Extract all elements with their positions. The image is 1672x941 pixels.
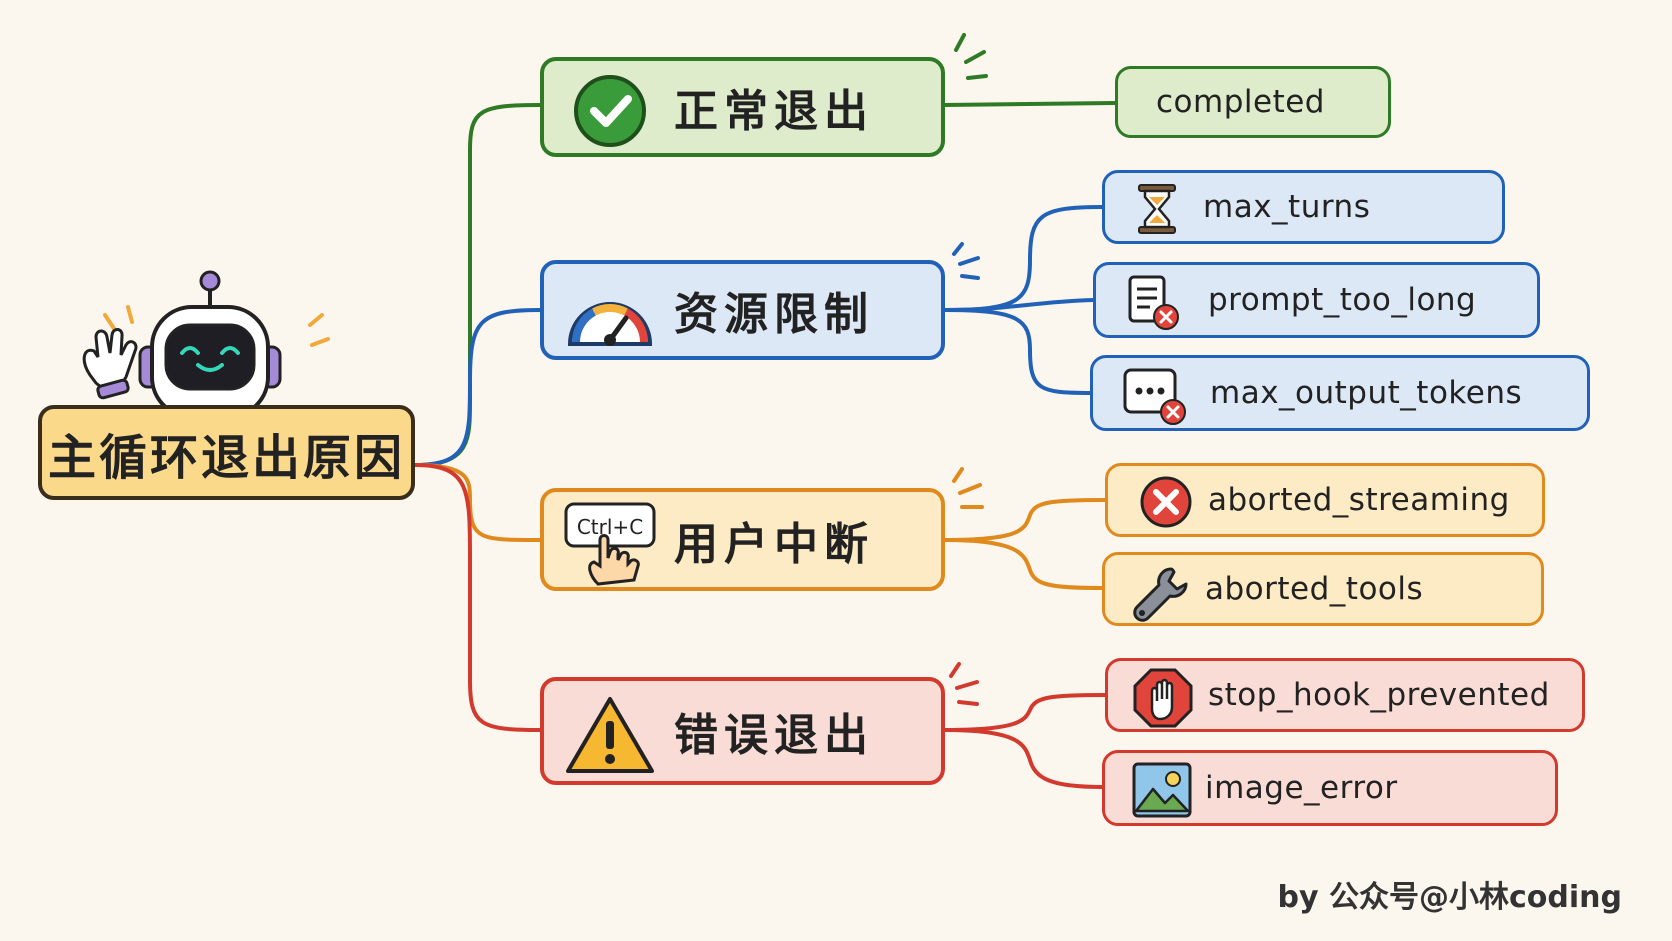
leaf-label: image_error bbox=[1205, 770, 1398, 806]
leaf-aborted-tools: aborted_tools bbox=[1102, 552, 1544, 626]
leaf-label: max_turns bbox=[1203, 189, 1371, 225]
footer-credit: by 公众号@小林coding bbox=[1277, 880, 1622, 915]
sparkle-icon bbox=[952, 242, 980, 280]
leaf-label: aborted_tools bbox=[1205, 571, 1424, 607]
category-label: 资源限制 bbox=[674, 289, 874, 340]
leaf-label: aborted_streaming bbox=[1208, 482, 1510, 518]
connector-cat-4-leaf-2 bbox=[944, 728, 1103, 789]
connector-cat-1-leaf bbox=[944, 101, 1116, 107]
connector-root-cat-3 bbox=[414, 463, 541, 542]
wrench-icon bbox=[1133, 567, 1188, 622]
connector-cat-4-leaf-1 bbox=[944, 693, 1106, 732]
hourglass-icon bbox=[1138, 184, 1176, 234]
stop-hand-icon bbox=[1133, 668, 1193, 728]
ctrl-c-key-text: Ctrl+C bbox=[577, 515, 643, 539]
ctrl-c-key-icon: Ctrl+C bbox=[564, 502, 656, 586]
warning-triangle-icon bbox=[566, 697, 654, 773]
leaf-label: prompt_too_long bbox=[1208, 282, 1477, 318]
image-icon bbox=[1132, 762, 1192, 818]
category-error-exit: 错误退出 bbox=[540, 677, 945, 785]
connector-root-cat-1 bbox=[414, 103, 541, 467]
connector-cat-3-leaf-2 bbox=[944, 538, 1103, 590]
category-resource-limit: 资源限制 bbox=[540, 260, 945, 360]
leaf-max-output-tokens: max_output_tokens bbox=[1090, 355, 1590, 431]
root-label: 主循环退出原因 bbox=[47, 429, 405, 486]
connector-root-cat-4 bbox=[414, 463, 541, 732]
root-node: 主循环退出原因 bbox=[38, 405, 415, 500]
leaf-image-error: image_error bbox=[1102, 750, 1558, 826]
connector-cat-3-leaf-1 bbox=[944, 498, 1106, 542]
connector-root-cat-2 bbox=[414, 308, 541, 467]
sparkle-icon bbox=[949, 662, 979, 706]
check-circle-icon bbox=[574, 75, 646, 147]
category-label: 正常退出 bbox=[674, 86, 874, 137]
sparkle-icon bbox=[954, 33, 988, 80]
ellipsis-error-icon bbox=[1123, 368, 1186, 425]
category-normal-exit: 正常退出 bbox=[540, 57, 945, 157]
leaf-label: completed bbox=[1156, 84, 1325, 120]
category-label: 错误退出 bbox=[674, 710, 874, 761]
sparkle-icon bbox=[952, 467, 984, 509]
category-label: 用户中断 bbox=[674, 518, 874, 570]
leaf-aborted-streaming: aborted_streaming bbox=[1105, 463, 1545, 537]
document-error-icon bbox=[1128, 275, 1179, 330]
leaf-stop-hook-prevented: stop_hook_prevented bbox=[1105, 658, 1585, 732]
leaf-prompt-too-long: prompt_too_long bbox=[1093, 262, 1540, 338]
leaf-completed: completed bbox=[1115, 66, 1391, 138]
leaf-max-turns: max_turns bbox=[1102, 170, 1505, 244]
leaf-label: max_output_tokens bbox=[1210, 375, 1523, 411]
x-circle-icon bbox=[1140, 476, 1192, 528]
category-user-interrupt: Ctrl+C 用户中断 bbox=[540, 488, 945, 591]
robot-mascot-icon bbox=[82, 270, 330, 415]
leaf-label: stop_hook_prevented bbox=[1208, 677, 1550, 713]
connector-cat-2-leaf-3 bbox=[944, 308, 1091, 395]
gauge-icon bbox=[567, 302, 653, 346]
